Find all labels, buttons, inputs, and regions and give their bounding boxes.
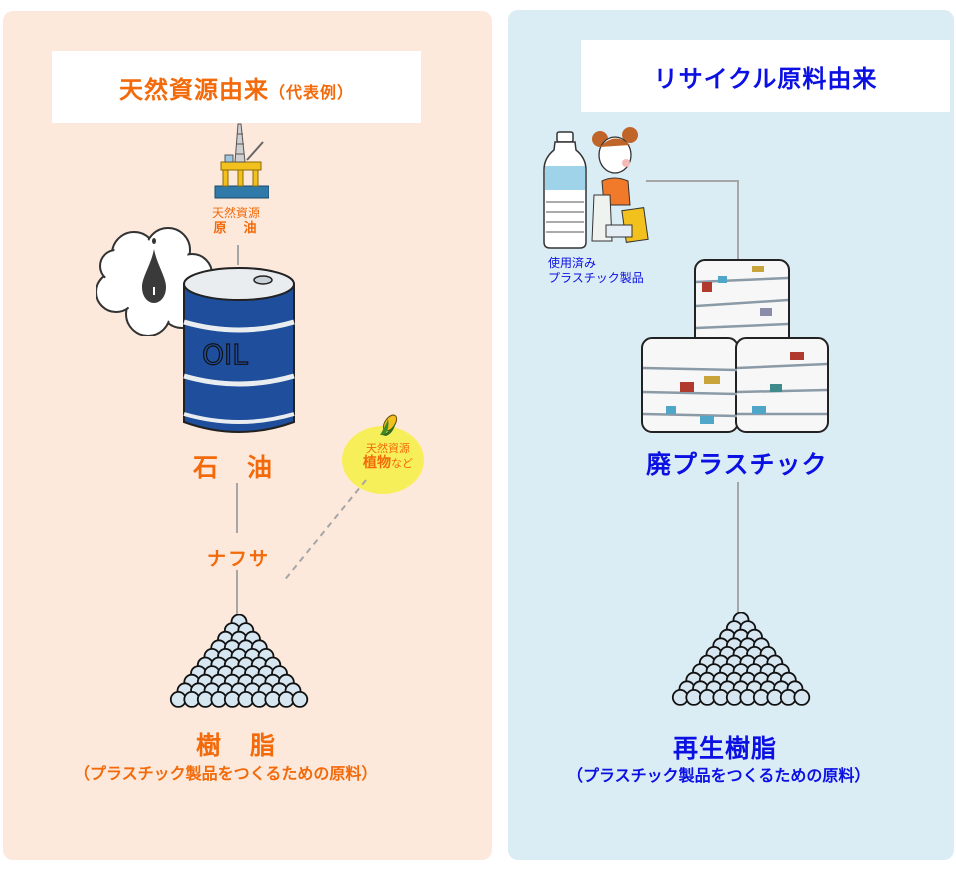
oil-barrel-icon: OIL (180, 264, 298, 439)
crude-oil-source-line2: 原 油 (213, 221, 259, 236)
plastic-bottle-icon (540, 130, 590, 250)
oil-drop-icon (139, 235, 169, 305)
crude-oil-source-line1: 天然資源 (212, 206, 261, 220)
waste-plastic-label: 廃プラスチック (646, 450, 828, 479)
petroleum-label: 石 油 (193, 453, 275, 482)
natural-resource-title-suffix: （代表例） (268, 82, 354, 102)
girl-with-packages-icon (590, 125, 650, 250)
naphtha-label: ナフサ (207, 548, 271, 570)
used-products-label: 使用済み プラスチック製品 (548, 256, 644, 286)
crude-oil-source-label: 天然資源 原 油 (212, 206, 260, 236)
natural-resource-title-text: 天然資源由来 (118, 75, 269, 104)
connector-line (646, 180, 738, 182)
connector-line (737, 180, 739, 260)
used-products-line2: プラスチック製品 (548, 271, 644, 285)
recycled-resource-title: リサイクル原料由来 (653, 64, 878, 93)
plant-source-line2-main: 植物 (363, 455, 391, 471)
dashed-connector (282, 479, 367, 583)
connector-line (236, 570, 238, 616)
natural-resource-title: 天然資源由来（代表例） (119, 70, 354, 105)
natural-resource-title-box: 天然資源由来（代表例） (52, 51, 421, 123)
plant-source-label: 天然資源 植物など (358, 441, 418, 471)
connector-line (737, 482, 739, 612)
plant-source-bubble (342, 426, 424, 494)
connector-line (236, 483, 238, 533)
recycled-resource-panel: リサイクル原料由来 (508, 10, 954, 860)
plant-source-line2-suffix: など (391, 457, 413, 470)
resin-pellets-icon (666, 612, 816, 708)
corn-icon (378, 413, 400, 437)
plant-source-line1: 天然資源 (366, 442, 410, 455)
used-products-line1: 使用済み (548, 256, 597, 270)
oil-rig-icon (211, 120, 269, 200)
recycled-resin-caption: （プラスチック製品をつくるための原料） (567, 766, 871, 785)
plastic-bales-icon (640, 256, 830, 436)
barrel-label: OIL (202, 338, 248, 371)
connector-line (237, 245, 239, 265)
recycled-resin-label: 再生樹脂 (673, 734, 778, 763)
resin-caption: （プラスチック製品をつくるための原料） (74, 764, 378, 783)
resin-label: 樹 脂 (196, 731, 278, 760)
recycled-resource-title-box: リサイクル原料由来 (581, 40, 950, 112)
resin-pellets-icon (164, 614, 314, 710)
